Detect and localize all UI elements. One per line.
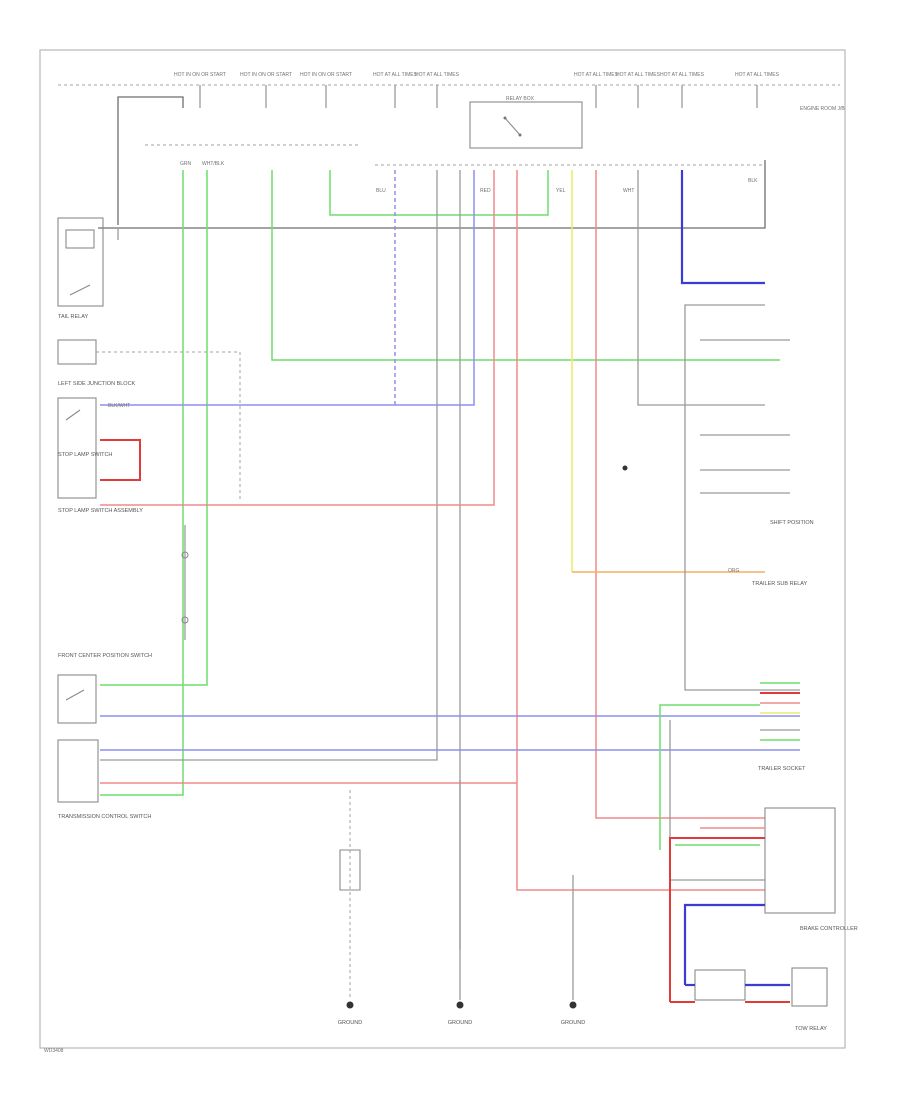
transmission-control-label: TRANSMISSION CONTROL SWITCH <box>58 814 151 820</box>
wire-code-labels: GRN WHT/BLK BLU RED YEL WHT BLK ORG BLK/… <box>108 161 758 574</box>
fuse-label-4: HOT AT ALL TIMES <box>373 72 418 78</box>
wire-blue-dark <box>680 170 765 285</box>
stop-lamp-switch-label: STOP LAMP SWITCH <box>58 452 112 458</box>
junction-block-label: LEFT SIDE JUNCTION BLOCK <box>58 381 136 387</box>
transmission-control-switch <box>57 739 99 803</box>
wire-gray-1 <box>100 170 438 761</box>
fuse-label-6: HOT AT ALL TIMES <box>574 72 619 78</box>
engine-room-label: ENGINE ROOM J/B <box>800 106 845 112</box>
junction-block-lh <box>57 339 97 365</box>
fuse-labels: HOT IN ON OR START HOT IN ON OR START HO… <box>174 72 780 78</box>
wire-code-2: WHT/BLK <box>202 161 225 167</box>
tail-relay-box <box>57 217 104 307</box>
fuse-drops <box>117 85 758 225</box>
wire-code-3: BLU <box>376 188 386 194</box>
wire-green-1 <box>100 170 184 796</box>
fuse-label-9: HOT AT ALL TIMES <box>735 72 780 78</box>
stop-lamp-switch <box>57 397 97 499</box>
fuse-label-3: HOT IN ON OR START <box>300 72 352 78</box>
tail-relay-label: TAIL RELAY <box>58 314 88 320</box>
wire-red-3 <box>595 170 765 819</box>
wire-red-1 <box>100 170 495 506</box>
fuse-label-7: HOT AT ALL TIMES <box>616 72 661 78</box>
fuse-label-8: HOT AT ALL TIMES <box>660 72 705 78</box>
ground-point-2 <box>456 1001 464 1009</box>
wire-green-4 <box>329 170 549 216</box>
transfer-position-switch <box>57 674 97 724</box>
relay-box <box>469 101 583 149</box>
trailer-socket-wires <box>659 682 800 881</box>
brake-controller <box>764 807 836 914</box>
wire-blue-1 <box>100 170 475 406</box>
wire-green-3 <box>271 170 780 361</box>
fuse-label-2: HOT IN ON OR START <box>240 72 292 78</box>
brake-controller-label: BRAKE CONTROLLER <box>800 926 858 932</box>
wire-red-loop <box>100 439 141 481</box>
fuse-label-1: HOT IN ON OR START <box>174 72 226 78</box>
ground-point-4 <box>622 465 628 471</box>
relay-box-label: RELAY BOX <box>506 96 535 102</box>
shift-position-label: SHIFT POSITION <box>770 520 814 526</box>
trailer-socket-label: TRAILER SOCKET <box>758 766 806 772</box>
transfer-position-label: FRONT CENTER POSITION SWITCH <box>58 653 152 659</box>
wire-green-2 <box>100 170 208 686</box>
wire-code-4: RED <box>480 188 491 194</box>
wire-code-7: BLK <box>748 178 758 184</box>
wire-code-1: GRN <box>180 161 192 167</box>
diagram-id: WD3408 <box>44 1048 64 1054</box>
wire-code-5: YEL <box>556 188 566 194</box>
fuse-label-5: HOT AT ALL TIMES <box>415 72 460 78</box>
wire-red-2 <box>516 170 765 891</box>
wire-code-6: WHT <box>623 188 634 194</box>
ground-point-3 <box>569 1001 577 1009</box>
ground-label-2: GROUND <box>448 1020 472 1026</box>
ground-point-1 <box>346 1001 354 1009</box>
stop-lamp-sub-label: STOP LAMP SWITCH ASSEMBLY <box>58 508 143 514</box>
trailer-relay-label: TRAILER SUB RELAY <box>752 581 808 587</box>
wire-code-8: ORG <box>728 568 740 574</box>
tow-relay <box>694 969 746 1001</box>
diagram-frame <box>39 49 846 1049</box>
tow-relay-label: TOW RELAY <box>795 1026 827 1032</box>
ground-label-1: GROUND <box>338 1020 362 1026</box>
wire-code-9: BLK/WHT <box>108 403 130 409</box>
ground-label-3: GROUND <box>561 1020 585 1026</box>
